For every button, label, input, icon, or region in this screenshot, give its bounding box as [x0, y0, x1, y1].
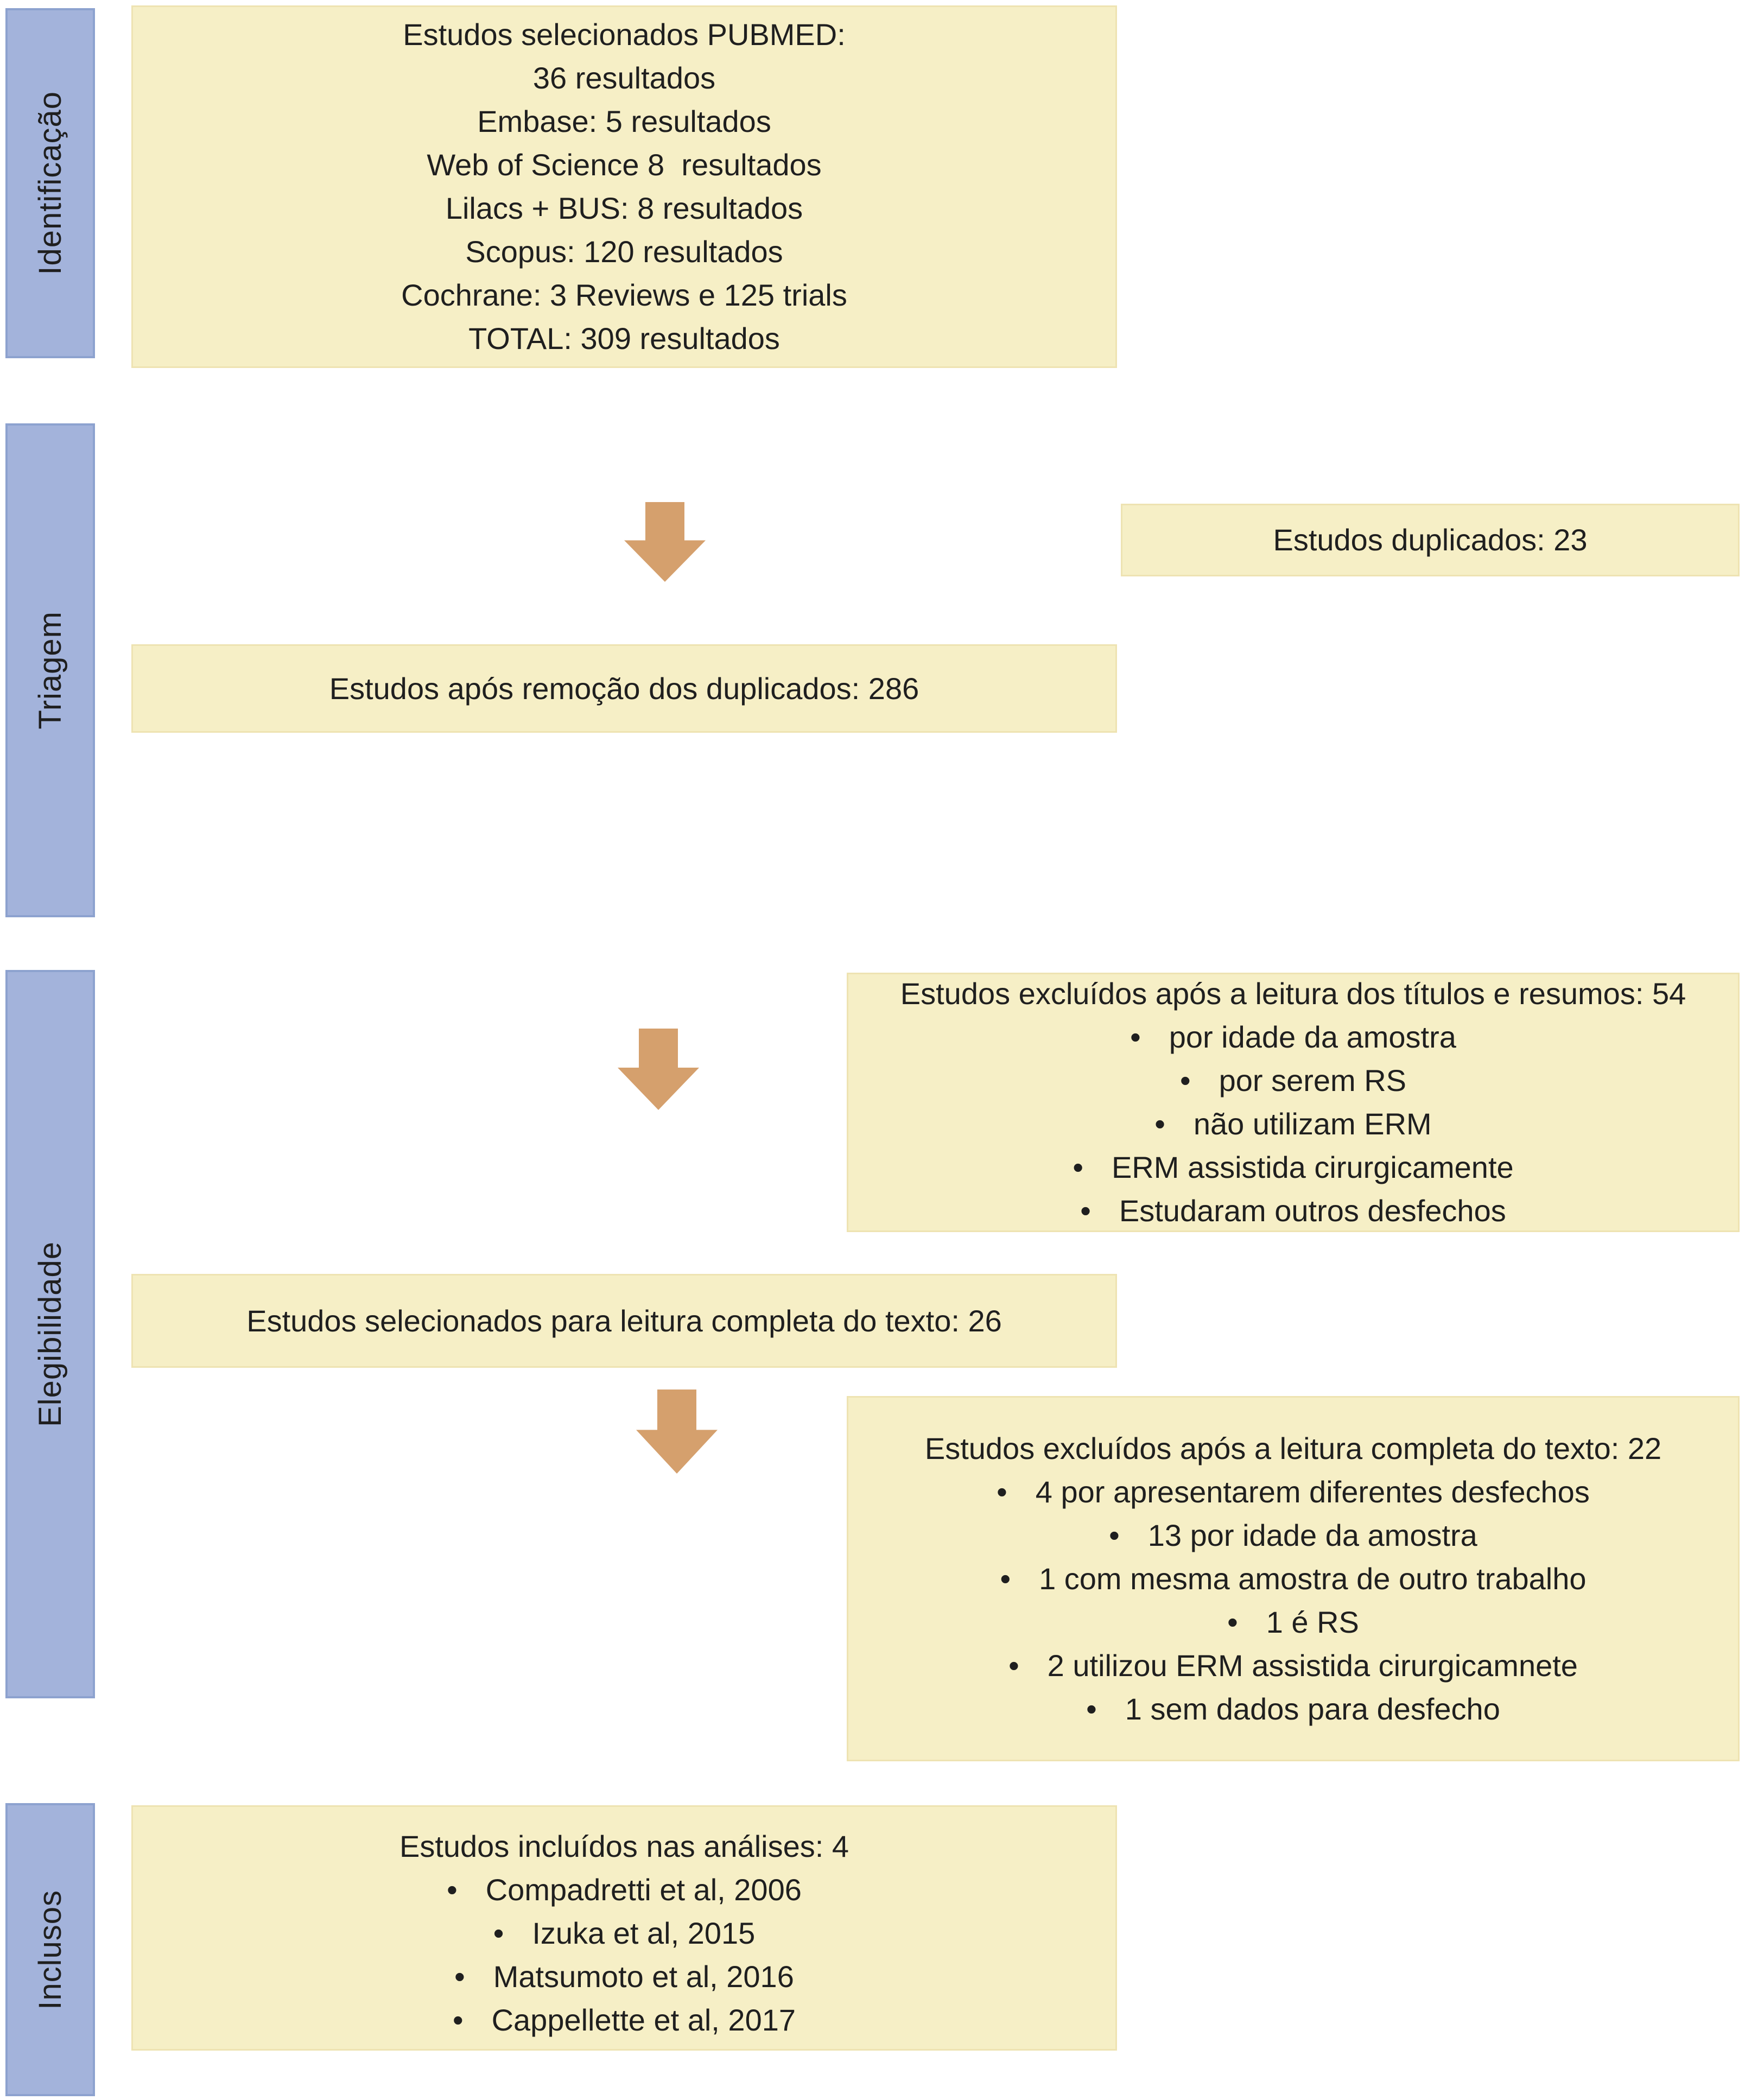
stage-identification: Identificação: [5, 8, 95, 358]
bullet-text: 1 é RS: [1266, 1604, 1359, 1639]
bullet-text: 4 por apresentarem diferentes desfechos: [1035, 1474, 1590, 1509]
bullet-dot: •: [1000, 1561, 1011, 1596]
bullet-text: Estudaram outros desfechos: [1119, 1194, 1506, 1228]
bullet-text: Cappellette et al, 2017: [491, 2003, 796, 2037]
bullet-text: 1 com mesma amostra de outro trabalho: [1039, 1561, 1587, 1596]
bullet-dot: •: [1008, 1648, 1019, 1683]
bullet-item: • 2 utilizou ERM assistida cirurgicamnet…: [1008, 1644, 1578, 1687]
box-title: Estudos incluídos nas análises: 4: [399, 1829, 849, 1863]
bullet-dot: •: [1227, 1604, 1238, 1639]
box-line: Estudos após remoção dos duplicados: 286: [329, 671, 919, 706]
bullet-dot: •: [1130, 1020, 1141, 1054]
bullet-text: Matsumoto et al, 2016: [493, 1959, 794, 1994]
bullet-text: 1 sem dados para desfecho: [1125, 1691, 1500, 1726]
box-line: Estudos duplicados: 23: [1273, 523, 1588, 557]
box-line: Embase: 5 resultados: [477, 104, 771, 138]
bullet-item: • Cappellette et al, 2017: [453, 1999, 796, 2042]
stage-included-label: Inclusos: [33, 1889, 68, 2010]
stage-identification-label: Identificação: [33, 91, 68, 275]
bullet-text: Compadretti et al, 2006: [485, 1873, 802, 1907]
box-line: 36 resultados: [532, 61, 716, 95]
box-line: Web of Science 8 resultados: [427, 148, 822, 182]
bullet-text: ERM assistida cirurgicamente: [1111, 1150, 1514, 1184]
full-text-selection-box: Estudos selecionados para leitura comple…: [131, 1274, 1117, 1368]
bullet-item: • Compadretti et al, 2006: [447, 1868, 802, 1912]
stage-included: Inclusos: [5, 1803, 95, 2096]
bullet-text: não utilizam ERM: [1193, 1107, 1432, 1141]
duplicates-box: Estudos duplicados: 23: [1121, 504, 1740, 576]
bullet-dot: •: [1179, 1063, 1191, 1097]
bullet-dot: •: [997, 1474, 1007, 1509]
box-line: Estudos selecionados para leitura comple…: [246, 1303, 1002, 1338]
bullet-item: • 1 é RS: [1227, 1601, 1359, 1644]
identification-results-box: Estudos selecionados PUBMED: 36 resultad…: [131, 5, 1117, 368]
bullet-item: • Estudaram outros desfechos: [1080, 1189, 1506, 1233]
bullet-text: Izuka et al, 2015: [532, 1916, 756, 1950]
bullet-text: 2 utilizou ERM assistida cirurgicamnete: [1047, 1648, 1578, 1683]
box-line: Lilacs + BUS: 8 resultados: [445, 191, 803, 225]
bullet-dot: •: [1154, 1107, 1165, 1141]
excluded-full-text-box: Estudos excluídos após a leitura complet…: [847, 1396, 1740, 1761]
box-line: Estudos selecionados PUBMED:: [403, 17, 846, 52]
box-title: Estudos excluídos após a leitura complet…: [924, 1431, 1662, 1465]
stage-screening: Triagem: [5, 423, 95, 917]
bullet-item: • por serem RS: [1180, 1059, 1406, 1102]
box-line: TOTAL: 309 resultados: [468, 321, 780, 356]
bullet-dot: •: [452, 2003, 464, 2037]
bullet-dot: •: [1109, 1518, 1120, 1552]
bullet-dot: •: [1073, 1150, 1083, 1184]
bullet-item: • 4 por apresentarem diferentes desfecho…: [997, 1470, 1590, 1514]
stage-screening-label: Triagem: [33, 611, 68, 729]
bullet-item: • por idade da amostra: [1130, 1016, 1456, 1059]
bullet-item: • Matsumoto et al, 2016: [454, 1955, 794, 1999]
down-arrow-3: [636, 1390, 718, 1474]
stage-eligibility-label: Elegibilidade: [33, 1241, 68, 1427]
box-line: Scopus: 120 resultados: [465, 234, 783, 269]
bullet-item: • 1 sem dados para desfecho: [1086, 1687, 1500, 1731]
included-studies-box: Estudos incluídos nas análises: 4 • Comp…: [131, 1805, 1117, 2051]
bullet-text: por idade da amostra: [1169, 1020, 1456, 1054]
bullet-item: • 13 por idade da amostra: [1109, 1514, 1477, 1557]
bullet-text: por serem RS: [1219, 1063, 1407, 1097]
box-title: Estudos excluídos após a leitura dos tít…: [900, 976, 1686, 1011]
bullet-dot: •: [1086, 1691, 1097, 1726]
excluded-titles-box: Estudos excluídos após a leitura dos tít…: [847, 973, 1740, 1232]
bullet-item: • ERM assistida cirurgicamente: [1073, 1146, 1513, 1189]
bullet-item: • Izuka et al, 2015: [493, 1912, 756, 1955]
bullet-item: • não utilizam ERM: [1154, 1102, 1431, 1146]
bullet-dot: •: [447, 1873, 458, 1907]
bullet-text: 13 por idade da amostra: [1147, 1518, 1477, 1552]
bullet-dot: •: [493, 1916, 504, 1950]
bullet-item: • 1 com mesma amostra de outro trabalho: [1000, 1557, 1586, 1601]
down-arrow-1: [624, 502, 706, 582]
bullet-dot: •: [454, 1959, 465, 1994]
box-line: Cochrane: 3 Reviews e 125 trials: [401, 278, 847, 312]
down-arrow-2: [618, 1029, 699, 1110]
stage-eligibility: Elegibilidade: [5, 970, 95, 1698]
after-removal-box: Estudos após remoção dos duplicados: 286: [131, 644, 1117, 733]
bullet-dot: •: [1080, 1194, 1091, 1228]
